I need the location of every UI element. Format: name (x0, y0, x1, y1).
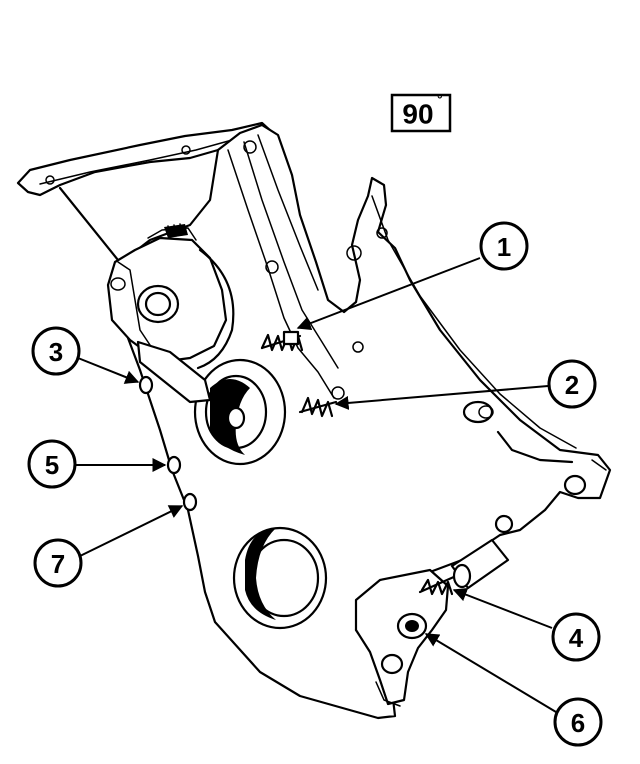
callout-4: 4 (551, 612, 601, 662)
view-angle-badge: 90 ° (390, 91, 452, 133)
leader-6 (424, 633, 557, 713)
callout-2-label: 2 (565, 370, 579, 400)
spring-1 (260, 330, 304, 352)
view-angle-box (390, 93, 452, 133)
view-angle-text: 90 (402, 99, 433, 130)
callout-5: 5 (27, 439, 77, 489)
leader-4 (452, 588, 553, 629)
crankshaft-seal (232, 526, 328, 630)
callout-1: 1 (479, 221, 529, 271)
callout-2: 2 (547, 359, 597, 409)
callout-6: 6 (553, 697, 603, 747)
spring-2 (298, 396, 338, 418)
belt-tensioner-assembly (106, 223, 287, 466)
view-angle-degree-mark: ° (437, 91, 443, 107)
leader-1 (296, 257, 481, 331)
callout-4-label: 4 (569, 623, 584, 653)
lower-bracket (354, 514, 514, 707)
callout-7: 7 (33, 538, 83, 588)
callout-3: 3 (31, 326, 81, 376)
callout-3-label: 3 (49, 337, 63, 367)
leader-2 (334, 385, 549, 410)
bolt-hole-5 (166, 455, 182, 475)
bolt-hole-7 (182, 492, 198, 512)
callout-7-label: 7 (51, 549, 65, 579)
callout-1-label: 1 (497, 232, 511, 262)
left-edge-bolts (138, 375, 198, 512)
callout-5-label: 5 (45, 450, 59, 480)
leader-3 (77, 357, 140, 384)
callout-6-label: 6 (571, 708, 585, 738)
leader-7 (79, 505, 184, 557)
bolt-hole-3 (138, 375, 154, 395)
callout-leaders (76, 257, 557, 713)
